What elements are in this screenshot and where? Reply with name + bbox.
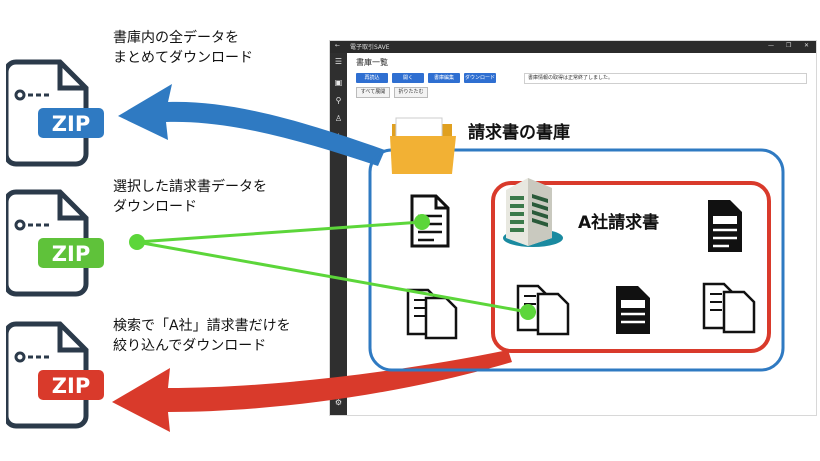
- user-icon[interactable]: ♙: [334, 114, 343, 123]
- archive-title: 請求書の書庫: [468, 123, 570, 143]
- zip-file-icon-green: ZIP: [6, 189, 104, 297]
- archive-icon[interactable]: ▣: [334, 78, 343, 87]
- zip-label: ZIP: [52, 374, 90, 398]
- minimize-icon[interactable]: —: [768, 42, 774, 49]
- reload-button[interactable]: 再読込: [356, 73, 388, 83]
- zip-file-icon-red: ZIP: [6, 321, 104, 429]
- document-icon: [410, 194, 450, 248]
- expand-all-button[interactable]: すべて展開: [356, 87, 390, 98]
- green-selection-dot: [129, 234, 145, 250]
- green-selection-dot: [414, 214, 430, 230]
- menu-icon[interactable]: ☰: [334, 57, 343, 66]
- green-selection-line: [136, 240, 529, 314]
- green-selection-dot: [520, 304, 536, 320]
- archive-box: [368, 148, 785, 372]
- zip-label: ZIP: [52, 112, 90, 136]
- open-button[interactable]: 開く: [392, 73, 424, 83]
- company-invoice-label: A社請求書: [578, 213, 660, 233]
- document-filled-icon: [708, 200, 742, 252]
- close-icon[interactable]: ✕: [804, 42, 810, 49]
- edit-archive-button[interactable]: 書庫編集: [428, 73, 460, 83]
- search-icon[interactable]: ⚲: [335, 96, 342, 105]
- settings-icon[interactable]: ⚙: [334, 398, 343, 407]
- zip-label: ZIP: [52, 242, 90, 266]
- document-filled-icon: [616, 286, 650, 334]
- blue-download-arrow: [118, 84, 385, 166]
- stacked-documents-icon: [406, 288, 458, 340]
- download-button[interactable]: ダウンロード: [464, 73, 496, 83]
- maximize-icon[interactable]: ❐: [786, 42, 792, 49]
- green-selection-line: [136, 220, 423, 244]
- status-message: 書庫情報の取得は正常終了しました。: [524, 73, 807, 84]
- caption-download-filtered: 検索で「A社」請求書だけを 絞り込んでダウンロード: [113, 318, 291, 354]
- zip-file-icon-blue: ZIP: [6, 59, 104, 167]
- page-title: 書庫一覧: [356, 58, 388, 67]
- title-bar: ← 電子取引SAVE — ❐ ✕: [330, 41, 816, 53]
- company-box: [491, 181, 771, 353]
- caption-download-selected: 選択した請求書データを ダウンロード: [113, 179, 267, 215]
- back-arrow-icon[interactable]: ←: [335, 42, 341, 49]
- collapse-button[interactable]: 折りたたむ: [394, 87, 428, 98]
- red-download-arrow: [112, 350, 512, 432]
- caption-download-all: 書庫内の全データを まとめてダウンロード: [113, 30, 253, 66]
- folder-icon: [390, 117, 456, 174]
- app-title: 電子取引SAVE: [350, 44, 390, 51]
- building-icon: [503, 178, 563, 247]
- stacked-documents-icon: [702, 282, 756, 334]
